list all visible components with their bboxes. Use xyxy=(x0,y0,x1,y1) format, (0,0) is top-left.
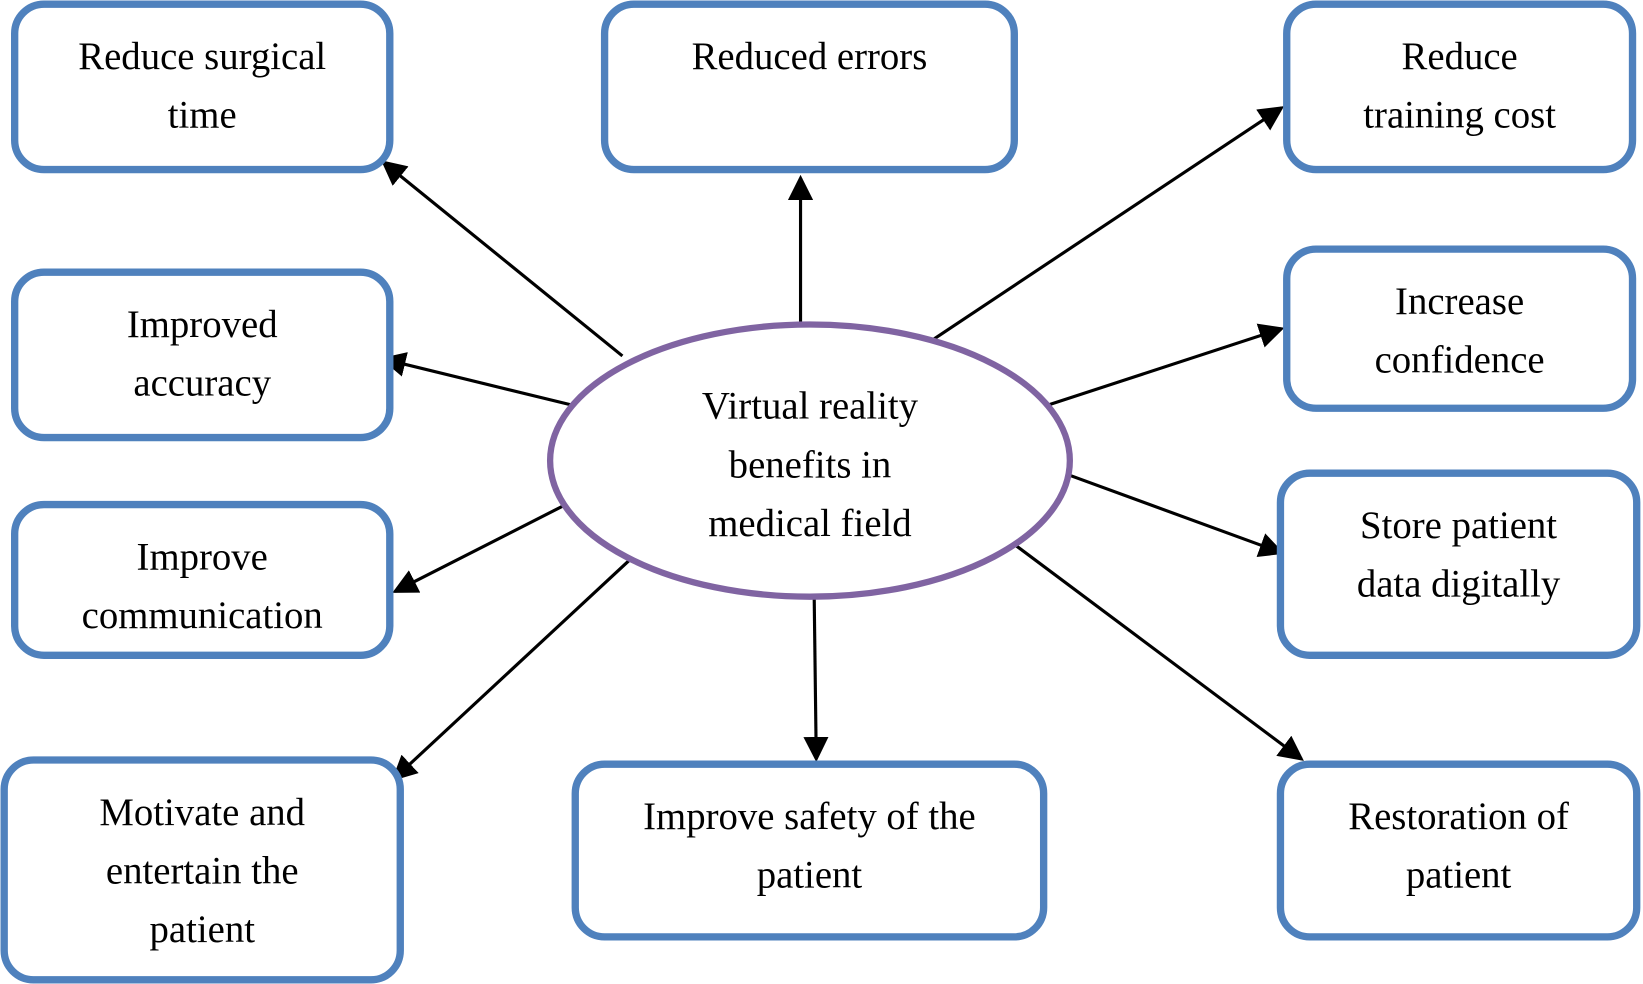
benefit-box xyxy=(600,0,1018,174)
benefit-label-line: data digitally xyxy=(1357,563,1561,606)
arrow xyxy=(392,504,565,593)
benefit-box xyxy=(0,756,404,984)
benefit-box xyxy=(571,760,1048,941)
benefit-node-reduced-errors: Reduced errors xyxy=(600,0,1018,174)
center-label-line: medical field xyxy=(708,502,911,545)
benefit-label-line: time xyxy=(168,94,237,137)
center-label-line: Virtual reality xyxy=(702,385,919,428)
benefit-box xyxy=(11,268,394,442)
arrow xyxy=(381,160,624,358)
center-label-line: benefits in xyxy=(729,443,892,486)
benefit-node-reduce-training-cost: Reduce training cost xyxy=(1283,0,1637,174)
benefit-node-improve-safety: Improve safety of the patient xyxy=(571,760,1048,941)
benefit-box xyxy=(1276,469,1641,659)
center-node: Virtual reality benefits in medical fiel… xyxy=(546,321,1073,600)
benefit-label-line: accuracy xyxy=(133,362,271,405)
benefit-node-reduce-surgical-time: Reduce surgical time xyxy=(11,0,394,174)
benefit-box xyxy=(1283,245,1637,412)
benefit-node-improved-accuracy: Improved accuracy xyxy=(11,268,394,442)
benefit-label-line: communication xyxy=(82,594,323,637)
arrow xyxy=(803,594,829,763)
benefit-node-improve-communication: Improve communication xyxy=(11,500,394,659)
arrow xyxy=(380,352,577,408)
benefit-label-line: confidence xyxy=(1375,339,1545,382)
benefit-label-line: entertain the xyxy=(106,850,299,893)
benefit-label-line: training cost xyxy=(1363,94,1556,137)
benefit-box xyxy=(11,0,394,174)
benefit-box xyxy=(1276,760,1641,941)
arrow xyxy=(1044,323,1285,408)
benefit-label-line: Restoration of xyxy=(1348,795,1569,838)
arrow xyxy=(1013,543,1304,761)
benefit-node-increase-confidence: Increase confidence xyxy=(1283,245,1637,412)
arrow xyxy=(391,556,633,781)
center-ellipse xyxy=(546,321,1073,600)
benefit-box xyxy=(11,500,394,659)
benefit-label-line: Store patient xyxy=(1360,504,1557,547)
benefit-label-line: Improve safety of the xyxy=(643,795,976,838)
benefit-label-line: Reduce surgical xyxy=(78,35,326,78)
arrow xyxy=(929,106,1285,343)
benefit-label-line: Reduced errors xyxy=(692,35,928,78)
arrow xyxy=(1066,472,1285,557)
benefit-box xyxy=(1283,0,1637,174)
benefit-node-store-patient-data: Store patient data digitally xyxy=(1276,469,1641,659)
benefit-label-line: Reduce xyxy=(1401,35,1517,78)
benefit-node-restoration: Restoration of patient xyxy=(1276,760,1641,941)
benefit-label-line: Improved xyxy=(127,303,278,346)
benefit-label-line: Motivate and xyxy=(99,791,305,834)
benefit-label-line: patient xyxy=(149,908,255,951)
benefit-label-line: Improve xyxy=(137,535,268,578)
benefit-label-line: Increase xyxy=(1395,280,1524,323)
benefit-label-line: patient xyxy=(1406,854,1512,897)
benefit-node-motivate-entertain: Motivate and entertain the patient xyxy=(0,756,404,984)
benefit-label-line: patient xyxy=(757,854,863,897)
